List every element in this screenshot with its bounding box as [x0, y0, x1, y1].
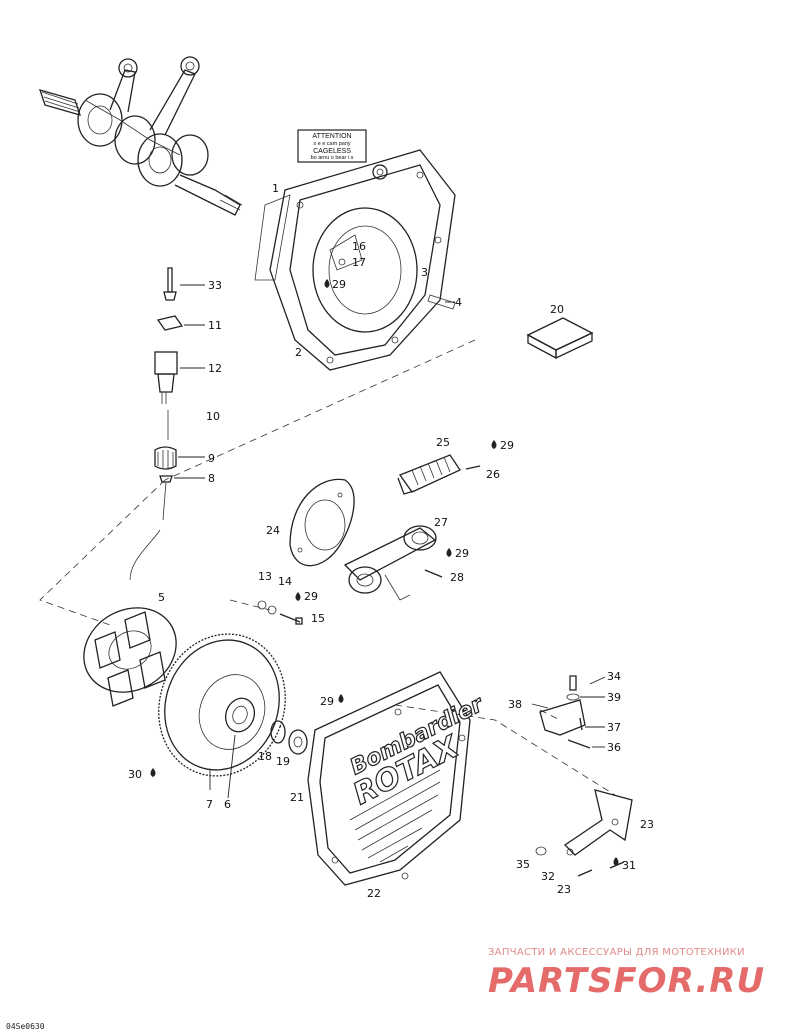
callout-6: 6 [224, 798, 231, 811]
callout-13: 13 [258, 570, 272, 583]
callout-28: 28 [450, 571, 464, 584]
callout-38: 38 [508, 698, 522, 711]
callout-11: 11 [208, 319, 222, 332]
callout-5: 5 [158, 591, 165, 604]
callout-3: 3 [421, 266, 428, 279]
drop-icon [446, 548, 452, 557]
callout-1: 1 [272, 182, 279, 195]
drop-icon [150, 768, 156, 777]
callout-29-coil: 29 [455, 547, 469, 560]
callout-35: 35 [516, 858, 530, 871]
crankshaft [38, 56, 243, 216]
part-7-flywheel [158, 633, 286, 777]
watermark: ЗАПЧАСТИ И АКСЕССУАРЫ ДЛЯ МОТОТЕХНИКИ PA… [488, 947, 765, 1001]
decal-line-1: ATTENTION [312, 133, 351, 140]
callout-10: 10 [206, 410, 220, 423]
callout-23-lower: 23 [557, 883, 571, 896]
callout-14: 14 [278, 575, 292, 588]
drop-icon [324, 279, 330, 288]
part-22-cover: Bombardier ROTAX [307, 671, 489, 886]
callout-25: 25 [436, 436, 450, 449]
drop-icon [295, 592, 301, 601]
callout-8: 8 [208, 472, 215, 485]
decal-line-4: bo arnu o bear i s [311, 155, 354, 161]
drawing-code: 04Se0630 [6, 1022, 45, 1031]
cover-ribs [349, 769, 441, 863]
callout-39: 39 [607, 691, 621, 704]
drop-icon [613, 857, 619, 866]
callout-23-upper: 23 [640, 818, 654, 831]
caution-decal: ATTENTION s e e cam pany CAGELESS bo arn… [297, 129, 367, 163]
callout-21: 21 [290, 791, 304, 804]
callout-34: 34 [607, 670, 621, 683]
sensor-assembly [154, 267, 184, 521]
callout-16: 16 [352, 240, 366, 253]
part-13-15-hardware [257, 600, 303, 625]
crankcase-housing [254, 149, 456, 371]
callout-32: 32 [541, 870, 555, 883]
callout-12: 12 [208, 362, 222, 375]
callout-27: 27 [434, 516, 448, 529]
callout-7: 7 [206, 798, 213, 811]
callout-24: 24 [266, 524, 280, 537]
sealant-drops [150, 279, 619, 866]
callout-29-bracket: 29 [500, 439, 514, 452]
callout-9: 9 [208, 452, 215, 465]
part-27-coil [343, 525, 443, 601]
drop-icon [338, 694, 344, 703]
callout-15: 15 [311, 612, 325, 625]
callout-20: 20 [550, 303, 564, 316]
callout-18: 18 [258, 750, 272, 763]
part-18-19-washers [270, 720, 308, 755]
part-38-bracket [539, 675, 591, 749]
decal-line-2: s e e cam pany [313, 141, 351, 147]
part-20-pack [526, 317, 594, 360]
leader-lines [174, 284, 606, 799]
part-25-bracket [397, 454, 481, 495]
callout-22: 22 [367, 887, 381, 900]
decal-line-3: CAGELESS [313, 148, 351, 155]
callout-29-cover: 29 [320, 695, 334, 708]
callout-26: 26 [486, 468, 500, 481]
callout-29-housing: 29 [332, 278, 346, 291]
callout-19: 19 [276, 755, 290, 768]
callout-36: 36 [607, 741, 621, 754]
callout-33: 33 [208, 279, 222, 292]
part-24-plate [289, 478, 355, 567]
part-23-bracket [535, 789, 633, 877]
callout-29-stator: 29 [304, 590, 318, 603]
callout-30: 30 [128, 768, 142, 781]
callout-numbers: 1 2 3 4 5 6 7 8 9 10 11 12 13 14 15 16 1… [128, 182, 654, 900]
callout-37: 37 [607, 721, 621, 734]
callout-31: 31 [622, 859, 636, 872]
callout-4: 4 [455, 296, 462, 309]
callout-17: 17 [352, 256, 366, 269]
assembly-lines [39, 339, 616, 796]
part-5-stator [83, 607, 177, 707]
watermark-tagline: ЗАПЧАСТИ И АКСЕССУАРЫ ДЛЯ МОТОТЕХНИКИ [488, 947, 745, 958]
callout-2: 2 [295, 346, 302, 359]
watermark-logo: PARTSFOR.RU [488, 961, 765, 1001]
drop-icon [491, 440, 497, 449]
